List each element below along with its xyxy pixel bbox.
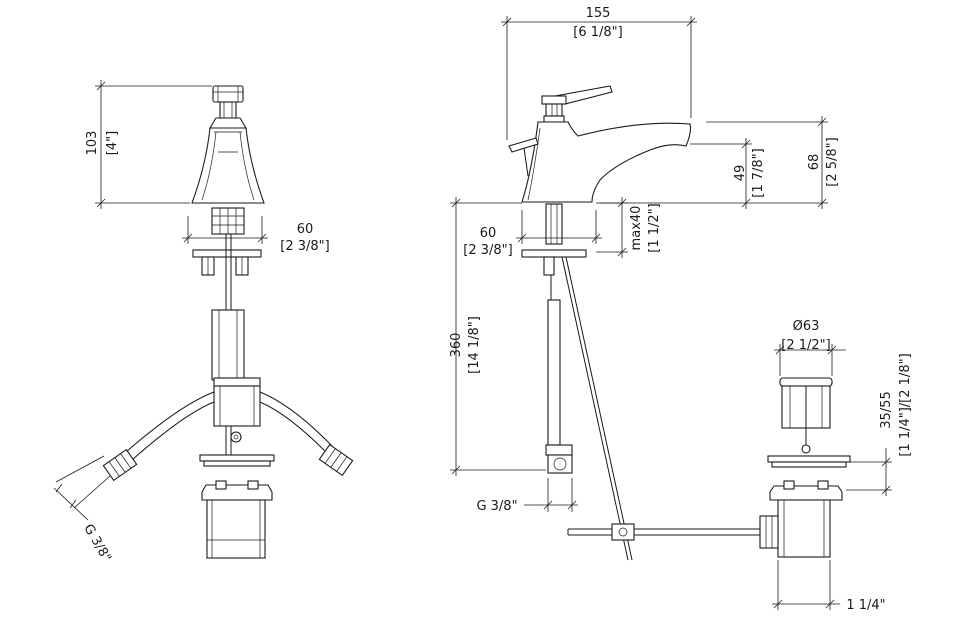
side-thread-value: G 3/8"	[476, 499, 517, 514]
drain-diameter-value: Ø63	[793, 319, 820, 334]
side-width-inch: [6 1/8"]	[573, 25, 622, 40]
front-thread-value: G 3/8"	[80, 522, 114, 565]
side-base-dimension: 60 [2 3/8"]	[463, 210, 602, 258]
side-total-inch: [2 5/8"]	[825, 137, 840, 186]
drain-height-value: 35/55	[879, 391, 894, 428]
front-base-inch: [2 3/8"]	[280, 239, 329, 254]
side-view-faucet	[508, 85, 692, 561]
side-base-inch: [2 3/8"]	[463, 243, 512, 258]
front-base-value: 60	[297, 222, 314, 237]
side-base-value: 60	[480, 226, 497, 241]
side-deck-dimension: max40 [1 1/2"]	[596, 197, 662, 258]
side-hose-value: 360	[449, 333, 464, 358]
side-deck-inch: [1 1/2"]	[647, 203, 662, 252]
drain-height-inch: [1 1/4"]/[2 1/8"]	[898, 353, 913, 456]
drain-diameter-inch: [2 1/2"]	[781, 338, 830, 353]
side-deck-value: max40	[629, 206, 644, 251]
side-thread-dimension: G 3/8"	[476, 478, 578, 514]
side-spout-dimension: 49 [1 7/8"]	[600, 138, 766, 209]
side-total-value: 68	[807, 154, 822, 171]
front-height-value: 103	[85, 131, 100, 156]
drain-outlet-dimension: 1 1/4"	[772, 560, 886, 613]
front-height-dimension: 103 [4"]	[85, 80, 212, 209]
side-width-dimension: 155 [6 1/8"]	[501, 6, 697, 140]
front-thread-dimension: G 3/8"	[53, 455, 114, 565]
side-spout-inch: [1 7/8"]	[751, 148, 766, 197]
side-spout-value: 49	[733, 165, 748, 182]
front-base-dimension: 60 [2 3/8"]	[182, 216, 330, 254]
side-hose-dimension: 360 [14 1/8"]	[449, 197, 546, 476]
side-hose-inch: [14 1/8"]	[467, 316, 482, 374]
front-view-faucet	[102, 85, 354, 559]
drain-height-dimension: 35/55 [1 1/4"]/[2 1/8"]	[846, 353, 913, 496]
drain-view	[567, 377, 851, 558]
drain-diameter-dimension: Ø63 [2 1/2"]	[774, 319, 846, 376]
front-height-inch: [4"]	[105, 131, 120, 155]
drain-outlet-value: 1 1/4"	[846, 598, 885, 613]
side-width-value: 155	[586, 6, 611, 21]
side-total-dimension: 68 [2 5/8"]	[706, 116, 840, 209]
